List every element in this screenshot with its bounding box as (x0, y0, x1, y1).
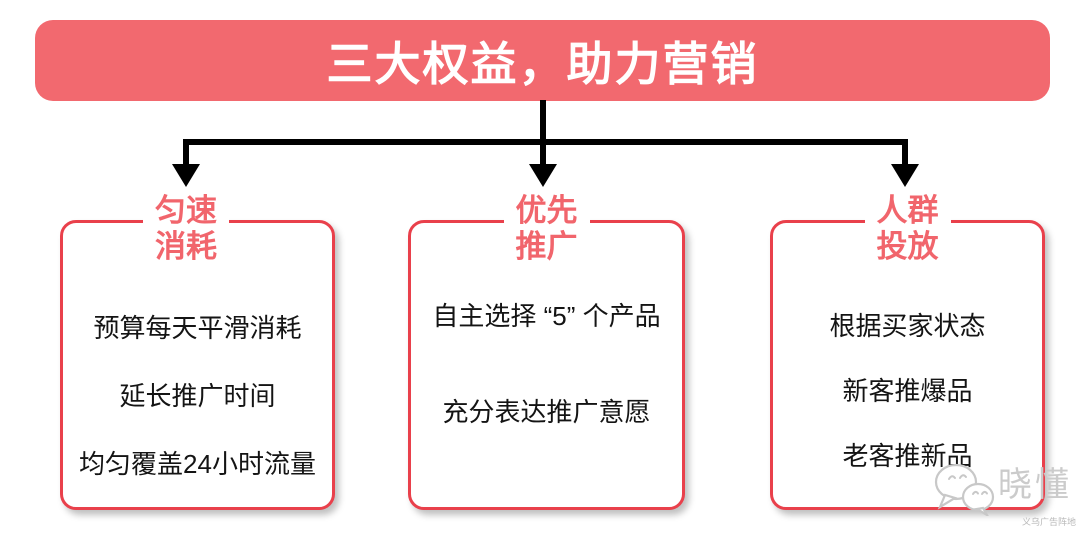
arrowhead-right (891, 164, 919, 187)
card-text-line: 自主选择 “5” 个产品 (432, 301, 661, 331)
title-banner: 三大权益，助力营销 (35, 20, 1050, 101)
card-header-line: 匀速 (155, 193, 217, 228)
card-priority-promotion: 自主选择 “5” 个产品 充分表达推广意愿 优先 推广 (408, 193, 685, 510)
card-text-line: 延长推广时间 (119, 381, 276, 411)
card-text-line: 预算每天平滑消耗 (93, 313, 302, 343)
card-even-pacing-content: 预算每天平滑消耗 延长推广时间 均匀覆盖24小时流量 (63, 223, 332, 481)
card-even-pacing: 预算每天平滑消耗 延长推广时间 均匀覆盖24小时流量 匀速 消耗 (60, 193, 335, 510)
card-header-line: 人群 (876, 193, 939, 228)
card-text-line: 根据买家状态 (829, 311, 986, 341)
connector-right-shaft (902, 139, 908, 167)
card-header-line: 优先 (515, 193, 578, 228)
watermark-caption: 义乌广告阵地 (1021, 517, 1076, 527)
page-title: 三大权益，助力营销 (326, 37, 759, 90)
watermark-name: 晓懂 (998, 466, 1072, 504)
card-audience-targeting-box: 根据买家状态 新客推爆品 老客推新品 (770, 220, 1045, 510)
card-even-pacing-box: 预算每天平滑消耗 延长推广时间 均匀覆盖24小时流量 (60, 220, 335, 510)
card-header-line: 推广 (515, 229, 578, 264)
card-text-line: 充分表达推广意愿 (442, 397, 651, 427)
arrowhead-left (172, 164, 200, 187)
card-priority-promotion-header: 优先 推广 (503, 193, 590, 265)
wechat-icon (934, 463, 995, 516)
card-priority-promotion-content: 自主选择 “5” 个产品 充分表达推广意愿 (411, 223, 682, 429)
watermark: 晓懂 (933, 462, 1072, 516)
card-even-pacing-header: 匀速 消耗 (143, 193, 229, 265)
card-priority-promotion-box: 自主选择 “5” 个产品 充分表达推广意愿 (408, 220, 685, 510)
card-header-line: 消耗 (155, 229, 217, 264)
card-audience-targeting: 根据买家状态 新客推爆品 老客推新品 人群 投放 (770, 193, 1045, 510)
connector-stem (540, 100, 546, 167)
connector-crossbar (183, 139, 908, 145)
card-header-line: 投放 (876, 229, 939, 264)
arrowhead-center (529, 164, 557, 187)
card-text-line: 均匀覆盖24小时流量 (79, 449, 316, 479)
connector-left-shaft (183, 139, 189, 167)
card-audience-targeting-header: 人群 投放 (864, 193, 951, 265)
card-text-line: 新客推爆品 (842, 376, 973, 406)
